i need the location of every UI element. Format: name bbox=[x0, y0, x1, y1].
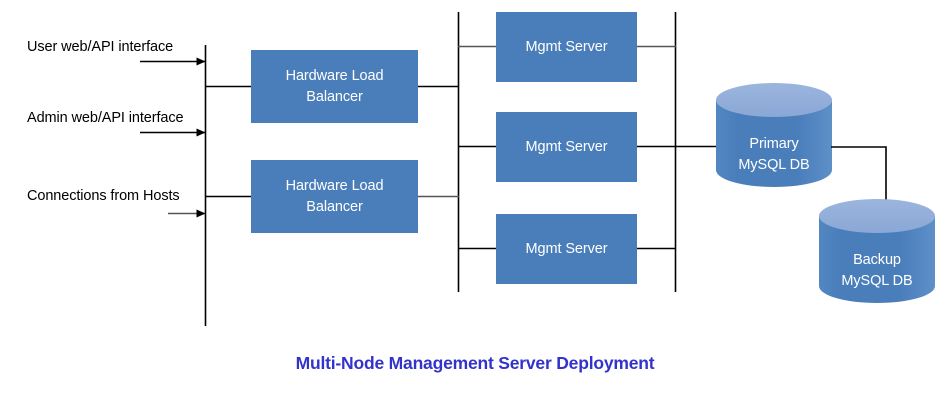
label-host-connections-line1: Connections from bbox=[27, 188, 140, 204]
label-host-connections-line2: Hosts bbox=[142, 188, 180, 204]
label-admin-web-api-line1: Admin web/API bbox=[27, 110, 125, 126]
mgmt-server-1-label: Mgmt Server bbox=[525, 38, 608, 55]
hardware-load-balancer-1[interactable]: Hardware Load Balancer bbox=[251, 50, 418, 123]
label-user-web-api-line1: User web/API bbox=[27, 39, 115, 55]
label-admin-web-api-line2: interface bbox=[128, 110, 184, 126]
label-user-web-api-line2: interface bbox=[118, 39, 174, 55]
backup-mysql-db-cylinder bbox=[819, 199, 935, 303]
mgmt-server-2-label: Mgmt Server bbox=[525, 138, 608, 155]
link-primary-to-backup-db bbox=[831, 146, 887, 218]
hardware-load-balancer-1-line1: Hardware Load bbox=[285, 67, 384, 84]
primary-mysql-db-cylinder bbox=[716, 83, 832, 187]
diagram-title: Multi-Node Management Server Deployment bbox=[295, 353, 655, 373]
hardware-load-balancer-1-line2: Balancer bbox=[306, 88, 363, 105]
hardware-load-balancer-2-line1: Hardware Load bbox=[285, 177, 384, 194]
label-user-web-api: User web/API interface bbox=[27, 36, 173, 58]
mgmt-server-3-label: Mgmt Server bbox=[525, 240, 608, 257]
mgmt-server-1[interactable]: Mgmt Server bbox=[496, 12, 637, 82]
mgmt-server-3[interactable]: Mgmt Server bbox=[496, 214, 637, 284]
hardware-load-balancer-2[interactable]: Hardware Load Balancer bbox=[251, 160, 418, 233]
label-admin-web-api: Admin web/API interface bbox=[27, 107, 184, 129]
label-host-connections: Connections from Hosts bbox=[27, 185, 180, 207]
mgmt-server-2[interactable]: Mgmt Server bbox=[496, 112, 637, 182]
hardware-load-balancer-2-line2: Balancer bbox=[306, 198, 363, 215]
